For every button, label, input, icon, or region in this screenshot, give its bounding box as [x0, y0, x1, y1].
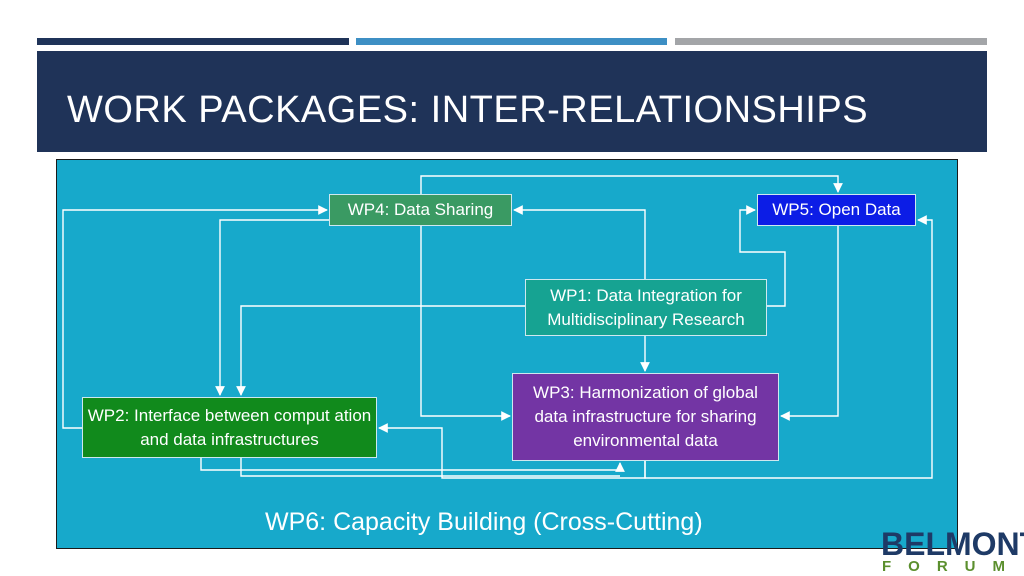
node-wp4-data-sharing: WP4: Data Sharing: [329, 194, 512, 226]
node-wp5-open-data: WP5: Open Data: [757, 194, 916, 226]
accent-bar-gray: [675, 38, 987, 45]
node-wp4-label: WP4: Data Sharing: [347, 200, 494, 219]
node-wp3-harmonization: WP3: Harmonization of global data infras…: [512, 373, 779, 461]
belmont-forum-logo: BELMONT FORUM: [878, 526, 1024, 576]
node-wp1-data-integration: WP1: Data Integration for Multidisciplin…: [525, 279, 767, 336]
slide-title: WORK PACKAGES: INTER-RELATIONSHIPS: [67, 89, 869, 131]
title-banner: WORK PACKAGES: INTER-RELATIONSHIPS: [37, 51, 987, 152]
node-wp1-label: WP1: Data Integration for Multidisciplin…: [547, 285, 745, 329]
node-wp3-label: WP3: Harmonization of global data infras…: [533, 383, 758, 450]
logo-top-text: BELMONT: [881, 526, 1024, 562]
node-wp2-label: WP2: Interface between comput ation and …: [87, 405, 372, 449]
accent-bar-navy: [37, 38, 349, 45]
wp6-capacity-building-label: WP6: Capacity Building (Cross-Cutting): [265, 508, 703, 536]
accent-bar-blue: [356, 38, 667, 45]
node-wp2-interface: WP2: Interface between comput ation and …: [82, 397, 377, 458]
node-wp5-label: WP5: Open Data: [772, 200, 901, 219]
logo-bottom-text: FORUM: [882, 558, 1022, 575]
